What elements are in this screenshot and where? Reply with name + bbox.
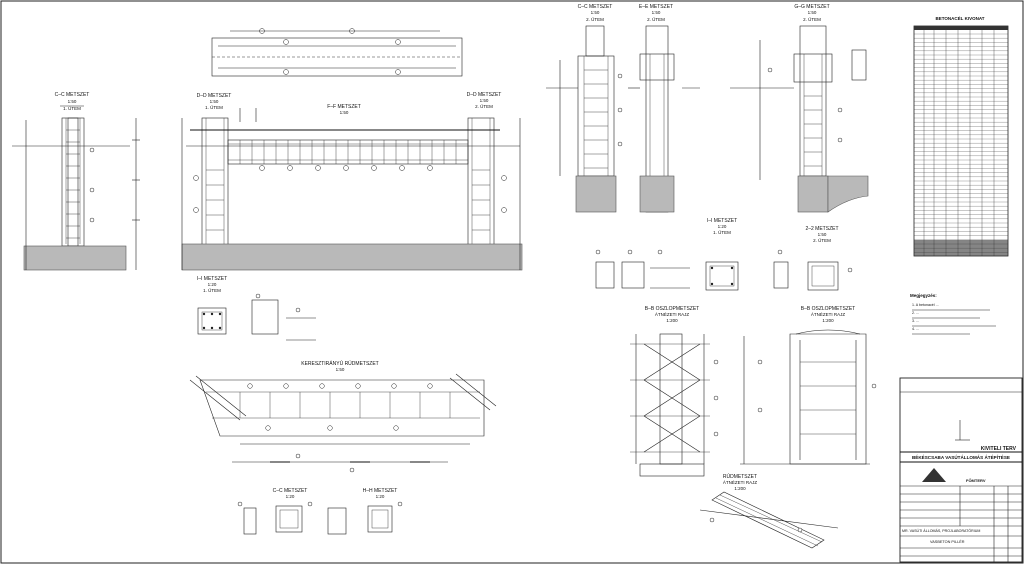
object-name: MR. VASÚTI ÁLLOMÁS, PROJLABORATÓRIUM — [902, 528, 980, 533]
svg-text:1:200: 1:200 — [734, 486, 746, 491]
svg-text:1:20: 1:20 — [718, 224, 727, 229]
view-c-c-left: C–C METSZET 1:50 1. ÜTEM — [12, 92, 140, 271]
notes-block: Megjegyzés: 1. A betonacél ... 2. ... 3.… — [910, 293, 996, 335]
view-title: H–H METSZET — [363, 488, 398, 494]
svg-text:1:50: 1:50 — [480, 98, 489, 103]
view-title: B–B OSZLOPMETSZET — [645, 306, 699, 312]
view-title: C–C METSZET — [273, 488, 308, 494]
svg-text:1:50: 1:50 — [336, 367, 345, 372]
view-keresztirany: KERESZTIRÁNYÚ RÚDMETSZET 1:50 — [189, 360, 497, 473]
view-title: I–I METSZET — [197, 276, 227, 282]
svg-text:1. ÜTEM: 1. ÜTEM — [203, 287, 221, 293]
status-label: KIVITELI TERV — [981, 446, 1017, 452]
view-title: D–D METSZET — [467, 92, 502, 98]
view-title: KERESZTIRÁNYÚ RÚDMETSZET — [301, 360, 379, 367]
view-h-h: H–H METSZET 1:20 — [363, 488, 403, 533]
note-line: 2. ... — [912, 311, 919, 315]
svg-text:2. ÜTEM: 2. ÜTEM — [813, 237, 831, 243]
svg-text:1. ÜTEM: 1. ÜTEM — [713, 229, 731, 235]
svg-text:1:20: 1:20 — [376, 494, 385, 499]
svg-text:ÁTNÉZETI RAJZ: ÁTNÉZETI RAJZ — [811, 311, 846, 317]
project-title: BÉKÉSCSABA VASÚTÁLLOMÁS ÁTÉPÍTÉSE — [912, 453, 1010, 460]
svg-text:1:20: 1:20 — [286, 494, 295, 499]
view-title: C–C METSZET — [55, 92, 90, 98]
svg-text:2. ÜTEM: 2. ÜTEM — [475, 103, 493, 109]
schedule-title: BETONACÉL KIVONAT — [935, 14, 984, 21]
svg-text:1:20: 1:20 — [208, 282, 217, 287]
svg-text:1:50: 1:50 — [808, 10, 817, 15]
view-rudmetszet: RÚDMETSZET ÁTNÉZETI RAJZ 1:200 — [699, 473, 839, 549]
svg-text:1:50: 1:50 — [210, 99, 219, 104]
svg-text:1:50: 1:50 — [652, 10, 661, 15]
view-title: E–E METSZET — [639, 4, 673, 10]
view-title: F–F METSZET — [327, 104, 361, 110]
view-c-c-bottom: C–C METSZET 1:20 — [237, 488, 347, 535]
svg-text:2. ÜTEM: 2. ÜTEM — [586, 16, 604, 22]
view-e-e: E–E METSZET 1:50 2. ÜTEM — [628, 4, 700, 213]
note-line: 1. A betonacél ... — [912, 303, 939, 307]
svg-text:1. ÜTEM: 1. ÜTEM — [205, 104, 223, 110]
svg-text:ÁTNÉZETI RAJZ: ÁTNÉZETI RAJZ — [655, 311, 690, 317]
svg-text:1:50: 1:50 — [818, 232, 827, 237]
view-title: G–G METSZET — [794, 4, 829, 10]
view-phase: 1. ÜTEM — [63, 105, 81, 111]
notes-title: Megjegyzés: — [910, 293, 937, 298]
view-b-b-oszlop-right: B–B OSZLOPMETSZET ÁTNÉZETI RAJZ 1:200 — [740, 306, 877, 465]
svg-text:1:50: 1:50 — [591, 10, 600, 15]
view-g-g: G–G METSZET 1:50 2. ÜTEM — [730, 4, 869, 213]
note-line: 3. ... — [912, 319, 919, 323]
view-top-beam-strip — [211, 28, 463, 77]
view-b-b-oszlop: B–B OSZLOPMETSZET ÁTNÉZETI RAJZ 1:200 — [630, 306, 719, 477]
view-title: I–I METSZET — [707, 218, 737, 224]
rebar-schedule: BETONACÉL KIVONAT — [913, 14, 1009, 257]
title-block: KIVITELI TERV BÉKÉSCSABA VASÚTÁLLOMÁS ÁT… — [899, 377, 1023, 563]
company-logo — [922, 468, 946, 482]
view-title: 2–2 METSZET — [805, 226, 838, 232]
drawing-name: VASBETON PILLÉR — [930, 539, 965, 544]
svg-text:1:200: 1:200 — [666, 318, 678, 323]
view-title: B–B OSZLOPMETSZET — [801, 306, 855, 312]
view-i-i-left: I–I METSZET 1:20 1. ÜTEM — [197, 276, 316, 341]
view-scale: 1:50 — [68, 99, 77, 104]
view-2-2: 2–2 METSZET 1:50 2. ÜTEM — [773, 226, 853, 291]
view-i-i-right: I–I METSZET 1:20 1. ÜTEM — [595, 218, 739, 291]
svg-text:ÁTNÉZETI RAJZ: ÁTNÉZETI RAJZ — [723, 479, 758, 485]
view-c-c-right: C–C METSZET 1:50 2. ÜTEM — [546, 4, 623, 213]
svg-text:2. ÜTEM: 2. ÜTEM — [647, 16, 665, 22]
svg-text:1:50: 1:50 — [340, 110, 349, 115]
note-line: 4. ... — [912, 327, 919, 331]
view-title: C–C METSZET — [578, 4, 613, 10]
svg-text:1:200: 1:200 — [822, 318, 834, 323]
company-name: FŐMTERV — [966, 478, 986, 483]
view-title: D–D METSZET — [197, 93, 232, 99]
view-f-f: D–D METSZET 1:50 1. ÜTEM F–F METSZET 1:5… — [181, 92, 523, 271]
view-title: RÚDMETSZET — [723, 473, 757, 480]
svg-text:2. ÜTEM: 2. ÜTEM — [803, 16, 821, 22]
